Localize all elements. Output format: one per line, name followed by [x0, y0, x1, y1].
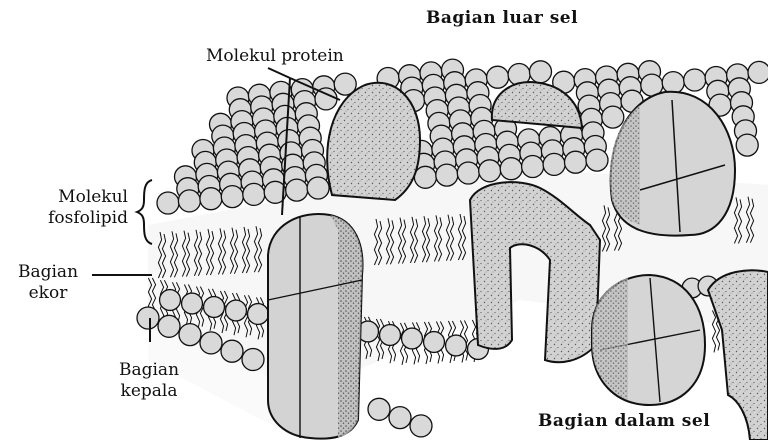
label-phospholipid: Molekul fosfolipid	[24, 187, 128, 229]
label-head-line1: Bagian	[104, 360, 194, 381]
phospholipid-head	[179, 324, 201, 346]
label-tail-line1: Bagian	[6, 262, 90, 283]
label-tail-line2: ekor	[6, 283, 90, 304]
leader-protein-stem	[268, 68, 290, 78]
phospholipid-head	[479, 160, 501, 182]
phospholipid-head	[736, 134, 758, 156]
label-tail: Bagian ekor	[6, 262, 90, 304]
phospholipid-head	[487, 66, 509, 88]
phospholipid-head	[380, 325, 401, 346]
phospholipid-head	[402, 328, 423, 349]
phospholipid-head	[424, 332, 445, 353]
label-protein-molecule: Molekul protein	[206, 46, 344, 67]
phospholipid-head	[158, 315, 180, 337]
phospholipid-head	[226, 300, 247, 321]
phospholipid-head	[684, 69, 706, 91]
phospholipid-head	[602, 106, 624, 128]
phospholipid-head	[243, 183, 265, 205]
phospholipid-head	[248, 304, 269, 325]
phospholipid-head	[436, 164, 458, 186]
label-outside-cell: Bagian luar sel	[426, 8, 578, 29]
phospholipid-head	[160, 290, 181, 311]
phospholipid-head	[368, 398, 390, 420]
phospholipid-head	[565, 151, 587, 173]
phospholipid-head	[137, 307, 159, 329]
label-phospholipid-line1: Molekul	[24, 187, 128, 208]
phospholipid-head	[522, 156, 544, 178]
phospholipid-head	[286, 179, 308, 201]
phospholipid-head	[307, 177, 329, 199]
top-dome-protein	[327, 83, 420, 200]
phospholipid-head	[157, 192, 179, 214]
phospholipid-head	[446, 335, 467, 356]
phospholipid-head	[200, 332, 222, 354]
phospholipid-head	[410, 415, 432, 437]
phospholipid-head	[200, 188, 222, 210]
phospholipid-head	[586, 149, 608, 171]
phospholipid-head	[457, 162, 479, 184]
phospholipid-head	[500, 158, 522, 180]
edge-cut-protein	[708, 270, 768, 440]
phospholipid-head	[182, 293, 203, 314]
label-head: Bagian kepala	[104, 360, 194, 402]
phospholipid-head	[748, 61, 768, 83]
phospholipid-head	[221, 340, 243, 362]
phospholipid-head	[662, 72, 684, 94]
phospholipid-head	[204, 297, 225, 318]
phospholipid-head	[530, 61, 552, 83]
phospholipid-head	[221, 186, 243, 208]
phospholipid-head	[543, 153, 565, 175]
label-phospholipid-line2: fosfolipid	[24, 208, 128, 229]
label-inside-cell: Bagian dalam sel	[538, 411, 710, 432]
phospholipid-head	[178, 190, 200, 212]
phospholipid-head	[414, 166, 436, 188]
phospholipid-head	[389, 407, 411, 429]
label-head-line2: kepala	[104, 381, 194, 402]
phospholipid-head	[242, 349, 264, 371]
